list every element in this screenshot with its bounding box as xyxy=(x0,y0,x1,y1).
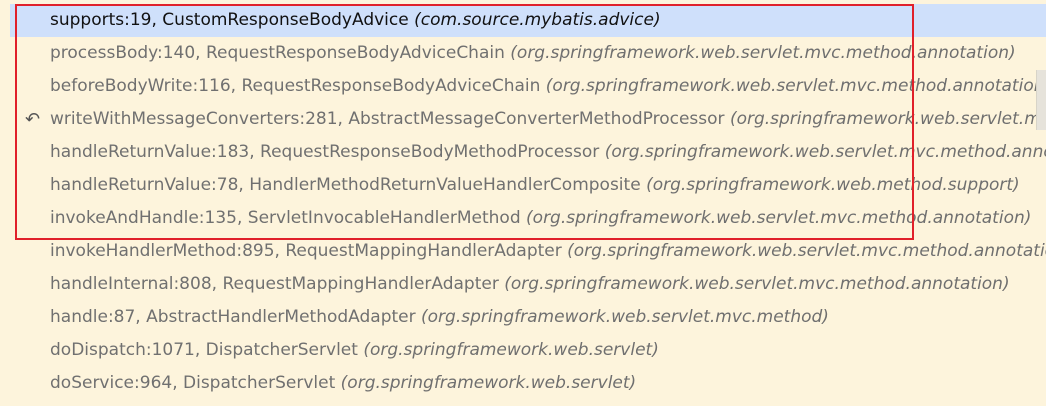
vertical-scrollbar[interactable] xyxy=(1036,70,1046,130)
frame-package: (org.springframework.web.servlet.mvc.met… xyxy=(567,241,1046,261)
frame-package: (org.springframework.web.servlet.mvc.met… xyxy=(604,142,1046,162)
frame-text: doDispatch:1071, DispatcherServlet (org.… xyxy=(50,334,659,367)
frame-row[interactable]: invokeAndHandle:135, ServletInvocableHan… xyxy=(0,202,1046,235)
frame-method: handleReturnValue:183, RequestResponseBo… xyxy=(50,142,605,162)
frame-text: invokeAndHandle:135, ServletInvocableHan… xyxy=(50,202,1031,235)
frame-row[interactable]: processBody:140, RequestResponseBodyAdvi… xyxy=(0,37,1046,70)
frame-package: (org.springframework.web.servlet.mvc.met… xyxy=(545,76,1046,96)
frame-method: handleReturnValue:78, HandlerMethodRetur… xyxy=(50,175,647,195)
frame-package: (org.springframework.web.servlet.mvc.met… xyxy=(729,109,1046,129)
call-stack-frames-list: supports:19, CustomResponseBodyAdvice (c… xyxy=(0,4,1046,400)
frame-text: handleInternal:808, RequestMappingHandle… xyxy=(50,268,1010,301)
frame-package: (org.springframework.web.servlet.mvc.met… xyxy=(526,208,1032,228)
frame-package: (org.springframework.web.servlet.mvc.met… xyxy=(510,43,1016,63)
frame-row[interactable]: handleInternal:808, RequestMappingHandle… xyxy=(0,268,1046,301)
frame-row[interactable]: handleReturnValue:183, RequestResponseBo… xyxy=(0,136,1046,169)
frame-row[interactable]: doService:964, DispatcherServlet (org.sp… xyxy=(0,367,1046,400)
drop-frame-icon[interactable]: ↶ xyxy=(25,109,41,130)
frame-package: (org.springframework.web.servlet) xyxy=(363,340,659,360)
frame-row[interactable]: supports:19, CustomResponseBodyAdvice (c… xyxy=(10,4,1046,37)
frame-text: writeWithMessageConverters:281, Abstract… xyxy=(50,103,1046,136)
frame-method: supports:19, CustomResponseBodyAdvice xyxy=(50,10,415,30)
frame-text: doService:964, DispatcherServlet (org.sp… xyxy=(50,367,636,400)
frame-text: processBody:140, RequestResponseBodyAdvi… xyxy=(50,37,1016,70)
frame-method: invokeAndHandle:135, ServletInvocableHan… xyxy=(50,208,527,228)
frame-text: handleReturnValue:183, RequestResponseBo… xyxy=(50,136,1046,169)
frame-method: invokeHandlerMethod:895, RequestMappingH… xyxy=(50,241,568,261)
frame-text: supports:19, CustomResponseBodyAdvice (c… xyxy=(50,4,661,37)
frame-row[interactable]: doDispatch:1071, DispatcherServlet (org.… xyxy=(0,334,1046,367)
frame-text: invokeHandlerMethod:895, RequestMappingH… xyxy=(50,235,1046,268)
frame-method: processBody:140, RequestResponseBodyAdvi… xyxy=(50,43,511,63)
frame-package: (org.springframework.web.method.support) xyxy=(646,175,1020,195)
frame-row[interactable]: handle:87, AbstractHandlerMethodAdapter … xyxy=(0,301,1046,334)
frame-package: (org.springframework.web.servlet.mvc.met… xyxy=(421,307,829,327)
frame-method: doService:964, DispatcherServlet xyxy=(50,373,341,393)
frame-method: handle:87, AbstractHandlerMethodAdapter xyxy=(50,307,422,327)
frame-package: (com.source.mybatis.advice) xyxy=(414,10,661,30)
frame-package: (org.springframework.web.servlet.mvc.met… xyxy=(504,274,1010,294)
frame-method: beforeBodyWrite:116, RequestResponseBody… xyxy=(50,76,546,96)
frame-package: (org.springframework.web.servlet) xyxy=(340,373,637,393)
frame-row[interactable]: beforeBodyWrite:116, RequestResponseBody… xyxy=(0,70,1046,103)
frame-row[interactable]: handleReturnValue:78, HandlerMethodRetur… xyxy=(0,169,1046,202)
frame-text: handleReturnValue:78, HandlerMethodRetur… xyxy=(50,169,1020,202)
frame-method: handleInternal:808, RequestMappingHandle… xyxy=(50,274,505,294)
frame-text: beforeBodyWrite:116, RequestResponseBody… xyxy=(50,70,1046,103)
frame-text: handle:87, AbstractHandlerMethodAdapter … xyxy=(50,301,829,334)
frame-method: doDispatch:1071, DispatcherServlet xyxy=(50,340,364,360)
frame-row[interactable]: ↶ writeWithMessageConverters:281, Abstra… xyxy=(0,103,1046,136)
frame-method: writeWithMessageConverters:281, Abstract… xyxy=(50,109,730,129)
frame-row[interactable]: invokeHandlerMethod:895, RequestMappingH… xyxy=(0,235,1046,268)
